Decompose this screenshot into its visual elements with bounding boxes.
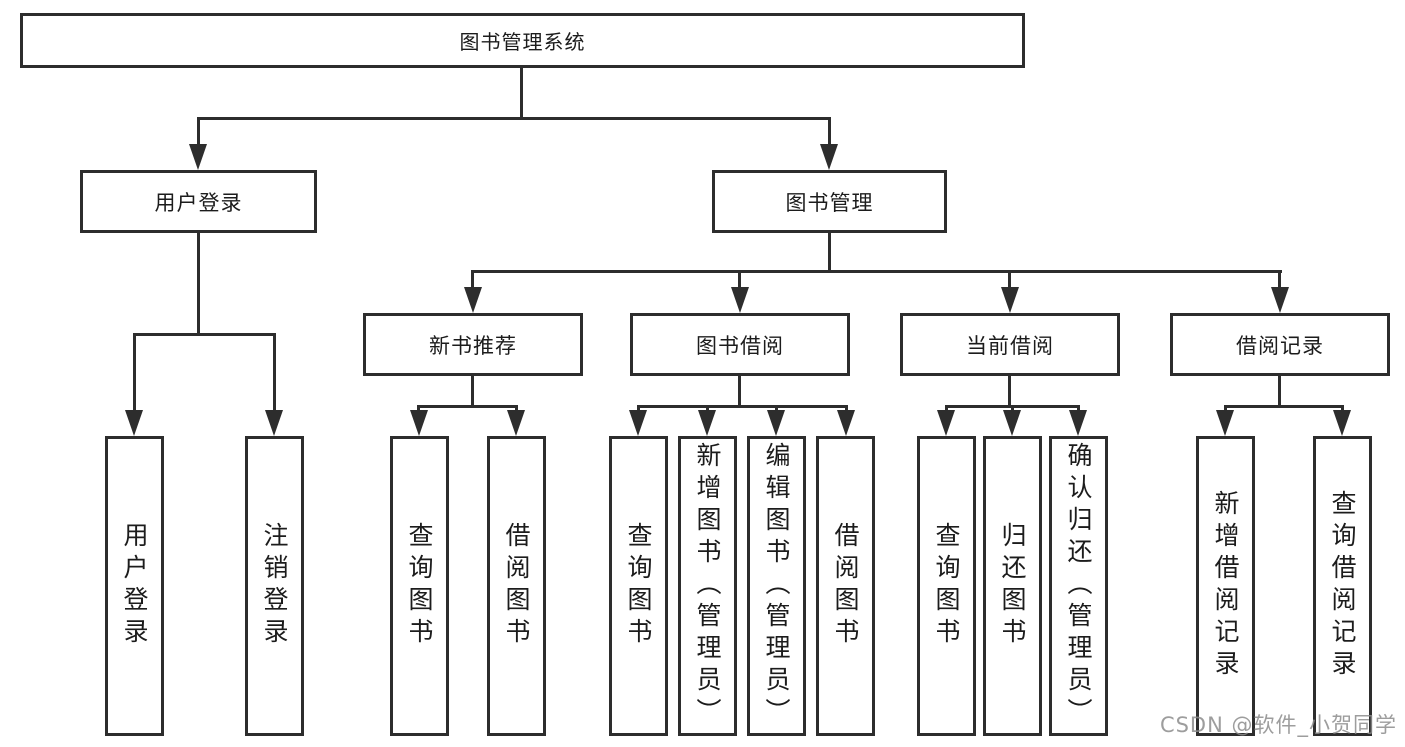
node-borrow-records: 借阅记录	[1170, 313, 1390, 376]
leaf-borrow-books: 借阅图书	[816, 436, 875, 736]
node-book-management-label: 图书管理	[785, 190, 874, 215]
leaf-label: 确认归还（管理员）	[1064, 442, 1093, 730]
leaf-logout: 注销登录	[245, 436, 304, 736]
arrow-down-icon	[629, 410, 647, 436]
connector-user-login-rail	[133, 333, 276, 336]
arrow-down-icon	[1333, 410, 1351, 436]
leaf-add-borrow-record: 新增借阅记录	[1196, 436, 1255, 736]
leaf-return-books: 归还图书	[983, 436, 1042, 736]
node-book-management: 图书管理	[712, 170, 947, 233]
leaf-edit-book-admin: 编辑图书（管理员）	[747, 436, 806, 736]
arrow-down-icon	[1271, 287, 1289, 313]
connector-section-stem	[738, 375, 741, 408]
arrow-down-icon	[767, 410, 785, 436]
leaf-label: 查询图书	[405, 522, 434, 650]
connector-level2-rail	[197, 117, 831, 120]
watermark-text: CSDN @软件_小贺同学	[1159, 713, 1397, 737]
connector-leaf-drop	[273, 333, 276, 413]
leaf-query-books-borrow: 查询图书	[609, 436, 668, 736]
node-current-borrow: 当前借阅	[900, 313, 1120, 376]
leaf-label: 借阅图书	[502, 522, 531, 650]
section-label: 新书推荐	[429, 333, 517, 358]
leaf-label: 新增图书（管理员）	[693, 442, 722, 730]
leaf-label: 查询图书	[932, 522, 961, 650]
connector-book-mgmt-drop	[828, 117, 831, 148]
leaf-user-login: 用户登录	[105, 436, 164, 736]
leaf-label: 用户登录	[120, 522, 149, 650]
connector-user-login-drop	[197, 117, 200, 148]
leaf-confirm-return-admin: 确认归还（管理员）	[1049, 436, 1108, 736]
arrow-down-icon	[1216, 410, 1234, 436]
arrow-down-icon	[1003, 410, 1021, 436]
leaf-label: 注销登录	[260, 522, 289, 650]
arrow-down-icon	[189, 144, 207, 170]
node-root-label: 图书管理系统	[459, 30, 586, 54]
connector-level3-rail	[471, 270, 1282, 273]
connector-section-drop	[1008, 270, 1011, 289]
leaf-query-books-recommend: 查询图书	[390, 436, 449, 736]
node-new-book-recommend: 新书推荐	[363, 313, 583, 376]
connector-book-mgmt-stem	[828, 232, 831, 273]
connector-section-drop	[1278, 270, 1281, 289]
arrow-down-icon	[507, 410, 525, 436]
arrow-down-icon	[820, 144, 838, 170]
connector-section-stem	[471, 375, 474, 408]
arrow-down-icon	[410, 410, 428, 436]
arrow-down-icon	[837, 410, 855, 436]
leaf-label: 编辑图书（管理员）	[762, 442, 791, 730]
arrow-down-icon	[698, 410, 716, 436]
connector-root-stem	[520, 68, 523, 120]
arrow-down-icon	[125, 410, 143, 436]
arrow-down-icon	[1069, 410, 1087, 436]
leaf-query-books-current: 查询图书	[917, 436, 976, 736]
leaf-query-borrow-record: 查询借阅记录	[1313, 436, 1372, 736]
connector-section-stem	[1278, 375, 1281, 408]
section-label: 图书借阅	[696, 333, 784, 358]
arrow-down-icon	[731, 287, 749, 313]
connector-leaf-rail	[417, 405, 518, 408]
section-label: 借阅记录	[1236, 333, 1324, 358]
leaf-label: 查询借阅记录	[1328, 490, 1357, 682]
node-user-login: 用户登录	[80, 170, 317, 233]
connector-leaf-rail	[637, 405, 848, 408]
node-root: 图书管理系统	[20, 13, 1025, 68]
leaf-label: 归还图书	[998, 522, 1027, 650]
leaf-label: 查询图书	[624, 522, 653, 650]
node-book-borrow: 图书借阅	[630, 313, 850, 376]
connector-section-drop	[471, 270, 474, 289]
arrow-down-icon	[1001, 287, 1019, 313]
leaf-label: 新增借阅记录	[1211, 490, 1240, 682]
section-label: 当前借阅	[966, 333, 1054, 358]
connector-user-login-stem	[197, 232, 200, 336]
node-user-login-label: 用户登录	[154, 190, 243, 215]
connector-leaf-drop	[133, 333, 136, 413]
arrow-down-icon	[937, 410, 955, 436]
connector-section-stem	[1008, 375, 1011, 408]
leaf-label: 借阅图书	[831, 522, 860, 650]
connector-section-drop	[738, 270, 741, 289]
leaf-borrow-books-recommend: 借阅图书	[487, 436, 546, 736]
arrow-down-icon	[265, 410, 283, 436]
arrow-down-icon	[464, 287, 482, 313]
connector-leaf-rail	[1224, 405, 1344, 408]
leaf-add-book-admin: 新增图书（管理员）	[678, 436, 737, 736]
